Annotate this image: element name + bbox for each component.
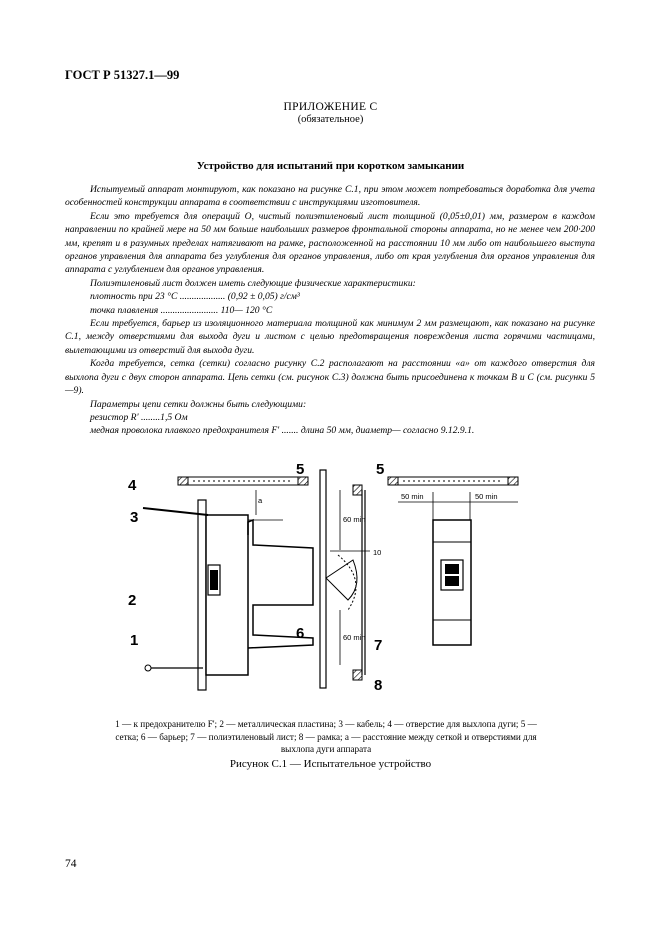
label-4: 4 [128,477,137,494]
test-device-drawing: 4 3 2 1 5 5 6 7 8 a 60 min 60 min 10 50 … [128,461,519,694]
polyethylene-sheet [352,484,366,681]
paragraph-sheet: Если это требуется для операций О, чисты… [65,210,595,276]
figure-caption: Рисунок С.1 — Испытательное устройство [229,758,432,770]
dim-50-left: 50 min [401,492,424,501]
paragraph-properties: Полиэтиленовый лист должен иметь следующ… [90,277,416,289]
label-5-left: 5 [296,461,304,478]
dim-60-bottom: 60 min [343,633,366,642]
property-melting-point: точка плавления ........................… [90,304,273,316]
device-body [197,499,314,691]
paragraph-barrier: Если требуется, барьер из изоляционного … [65,318,595,356]
dim-60-top: 60 min [343,515,366,524]
barrier [319,469,327,689]
figure-legend: 1 — к предохранителю F'; 2 — металлическ… [115,719,537,754]
label-7: 7 [374,637,382,654]
grid-right [387,476,519,520]
body-text: Испытуемый аппарат монтируют, как показа… [65,183,595,438]
dim-a: a [258,496,263,505]
label-8: 8 [374,677,382,694]
paragraph-grid: Когда требуется, сетка (сетки) согласно … [65,358,595,397]
document-code: ГОСТ Р 51327.1—99 [65,68,180,82]
label-6: 6 [296,625,304,642]
label-5-right: 5 [376,461,384,478]
param-fuse-wire: медная проволока плавкого предохранителя… [90,425,475,437]
property-density: плотность при 23 °С ................... … [90,291,300,303]
grid-left [177,476,309,486]
device-front-view [432,519,472,646]
appendix-note: (обязательное) [297,114,364,125]
paragraph-grid-params: Параметры цепи сетки должны быть следующ… [90,398,307,410]
paragraph-mounting: Испытуемый аппарат монтируют, как показа… [65,184,595,209]
param-resistor: резистор R' ........1,5 Ом [90,411,188,423]
dim-50-right: 50 min [475,492,498,501]
dim-10: 10 [373,548,381,557]
label-1: 1 [130,632,138,649]
label-2: 2 [128,592,136,609]
page-number: 74 [65,858,77,870]
appendix-title: ПРИЛОЖЕНИЕ С [283,101,378,113]
section-title: Устройство для испытаний при коротком за… [196,160,465,172]
test-device-figure: 4 3 2 1 5 5 6 7 8 a 60 min 60 min 10 50 … [108,460,538,710]
label-3: 3 [130,509,138,526]
